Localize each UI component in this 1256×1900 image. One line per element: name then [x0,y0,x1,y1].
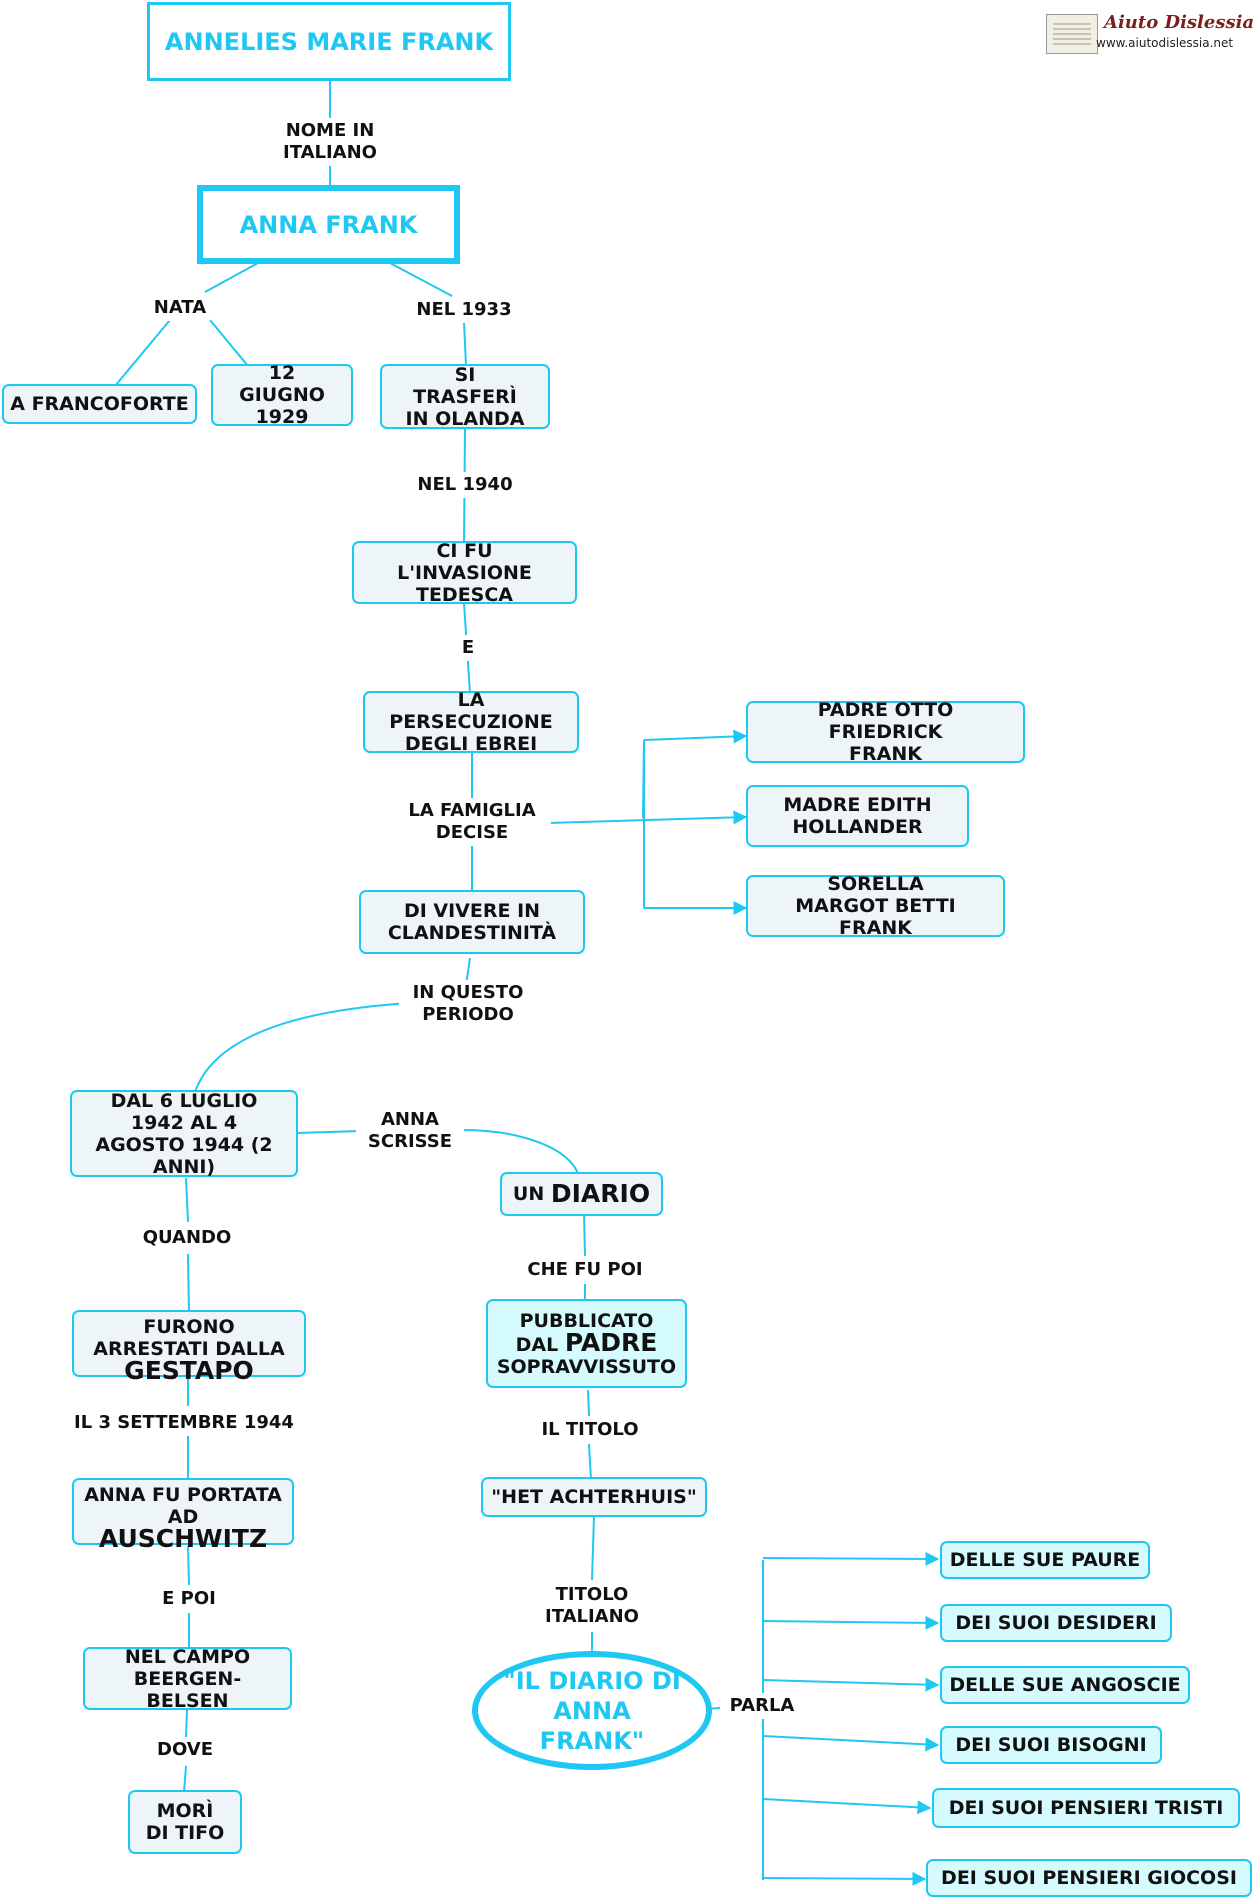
label-il-3-settembre: IL 3 SETTEMBRE 1944 [70,1410,298,1436]
node-padre: PADRE OTTO FRIEDRICK FRANK [746,699,1025,765]
node-bisogni: DEI SUOI BISOGNI [940,1726,1162,1764]
node-anna-frank: ANNA FRANK [197,185,460,264]
node-desideri: DEI SUOI DESIDERI [940,1604,1172,1642]
label-nata: NATA [149,295,211,321]
node-mori: MORÌ DI TIFO [128,1790,242,1854]
link-anna-nata [204,262,259,293]
node-giocosi: DEI SUOI PENSIERI GIOCOSI [926,1859,1252,1897]
label-quando: QUANDO [138,1225,236,1251]
label-la-famiglia-decise: LA FAMIGLIA DECISE [393,798,551,846]
label-anna-scrisse: ANNA SCRISSE [356,1107,464,1155]
link-diario-chefupoi [583,1213,586,1257]
node-auschwitz: ANNA FU PORTATA AD AUSCHWITZ [72,1478,294,1551]
label-nel-1940: NEL 1940 [413,472,517,498]
label-parla: PARLA [725,1693,799,1719]
link-dove-mori [183,1765,187,1793]
link-scrisse-diario [461,1129,579,1175]
label-e: E [457,635,479,661]
label-nome-in-italiano: NOME IN ITALIANO [266,118,394,166]
link-achterhuis-italiano [591,1515,595,1581]
node-clandestinita: DI VIVERE IN CLANDESTINITÀ [359,890,585,954]
logo-title: Aiuto Dislessia [1104,12,1255,33]
node-paure: DELLE SUE PAURE [940,1541,1150,1579]
link-parla-bisogni [762,1735,940,1752]
link-parla-paure [762,1551,940,1566]
node-persecuzione: LA PERSECUZIONE DEGLI EBREI [363,689,579,755]
link-nata-birth [209,319,249,367]
link-parla-angoscie [762,1677,940,1692]
node-sorella: SORELLA MARGOT BETTI FRANK [746,873,1005,939]
link-box-scrisse [296,1130,361,1134]
node-diario-titolo: "IL DIARIO DI ANNA FRANK" [472,1651,712,1770]
link-parla-tristi [762,1798,932,1815]
label-dove: DOVE [153,1737,217,1763]
link-titolo-achterhuis [588,1443,592,1481]
label-nel-1933: NEL 1933 [412,297,516,323]
logo-url: www.aiutodislessia.net [1096,36,1234,50]
node-campo: NEL CAMPO BEERGEN-BELSEN [83,1646,292,1712]
node-tristi: DEI SUOI PENSIERI TRISTI [932,1788,1240,1828]
node-pubblicato: PUBBLICATO DAL PADRE SOPRAVVISSUTO [486,1299,687,1388]
label-e-poi: E POI [158,1586,220,1612]
node-achterhuis: "HET ACHTERHUIS" [481,1477,707,1517]
node-arrestati: FURONO ARRESTATI DALLA GESTAPO [72,1310,306,1383]
link-pubblicato-titolo [587,1389,590,1417]
book-icon [1046,14,1098,54]
node-annelies: ANNELIES MARIE FRANK [147,2,511,81]
link-1933-trasferi [463,321,467,367]
node-birth-date: 12 GIUGNO 1929 [211,362,353,428]
label-in-questo-periodo: IN QUESTO PERIODO [399,980,537,1028]
link-anna-1933 [389,262,453,297]
link-parla-desideri [762,1615,940,1630]
node-periodo: DAL 6 LUGLIO 1942 AL 4 AGOSTO 1944 (2 AN… [70,1090,298,1178]
node-trasferi: SI TRASFERÌ IN OLANDA [380,364,550,430]
node-francoforte: A FRANCOFORTE [2,384,197,424]
node-diario: UN DIARIO [500,1172,663,1216]
link-nata-francoforte [114,319,171,387]
node-angoscie: DELLE SUE ANGOSCIE [940,1666,1190,1704]
link-famiglia-trunk [642,739,645,908]
label-il-titolo: IL TITOLO [537,1417,643,1443]
link-quando-arrestati [187,1253,190,1314]
aiuto-dislessia-logo: Aiuto Dislessia www.aiutodislessia.net [1046,12,1254,56]
link-periodo-box [194,1002,411,1093]
link-auschwitz-epoi [187,1545,190,1586]
link-famiglia-padre [643,729,748,744]
label-che-fu-poi: CHE FU POI [523,1257,647,1283]
link-famiglia-madre [547,810,748,825]
node-invasione: CI FU L'INVASIONE TEDESCA [352,540,577,606]
link-box-quando [185,1177,189,1223]
node-madre: MADRE EDITH HOLLANDER [746,785,969,847]
link-parla-giocosi [762,1871,927,1886]
label-titolo-italiano: TITOLO ITALIANO [533,1582,651,1630]
link-campo-dove [185,1709,188,1739]
